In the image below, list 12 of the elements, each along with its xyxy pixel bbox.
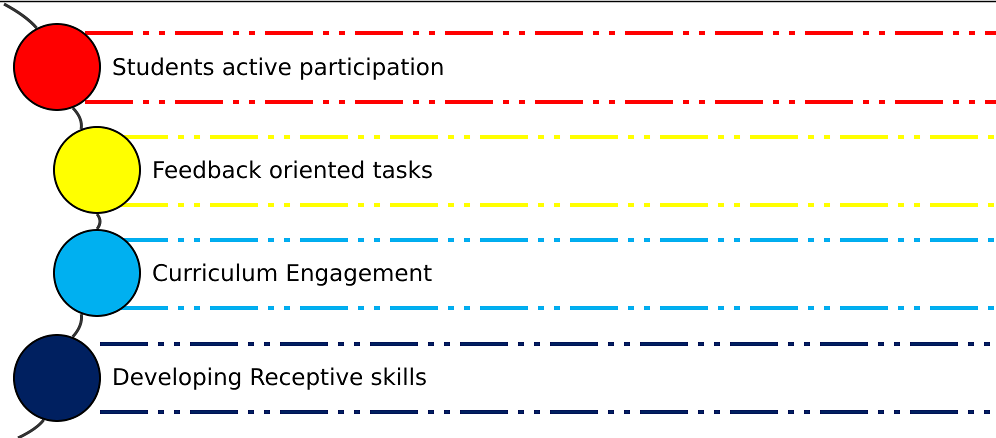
text-band (120, 238, 996, 310)
connector-line (17, 418, 45, 438)
connector-line (3, 2, 38, 29)
item-label: Developing Receptive skills (112, 365, 427, 391)
text-band (85, 31, 996, 104)
connector-line (96, 213, 102, 230)
item-label: Feedback oriented tasks (152, 158, 433, 184)
connector-line (72, 106, 83, 130)
item-label: Curriculum Engagement (152, 261, 432, 287)
connector-line (72, 314, 84, 338)
text-band (120, 135, 996, 207)
item-label: Students active participation (112, 54, 444, 80)
